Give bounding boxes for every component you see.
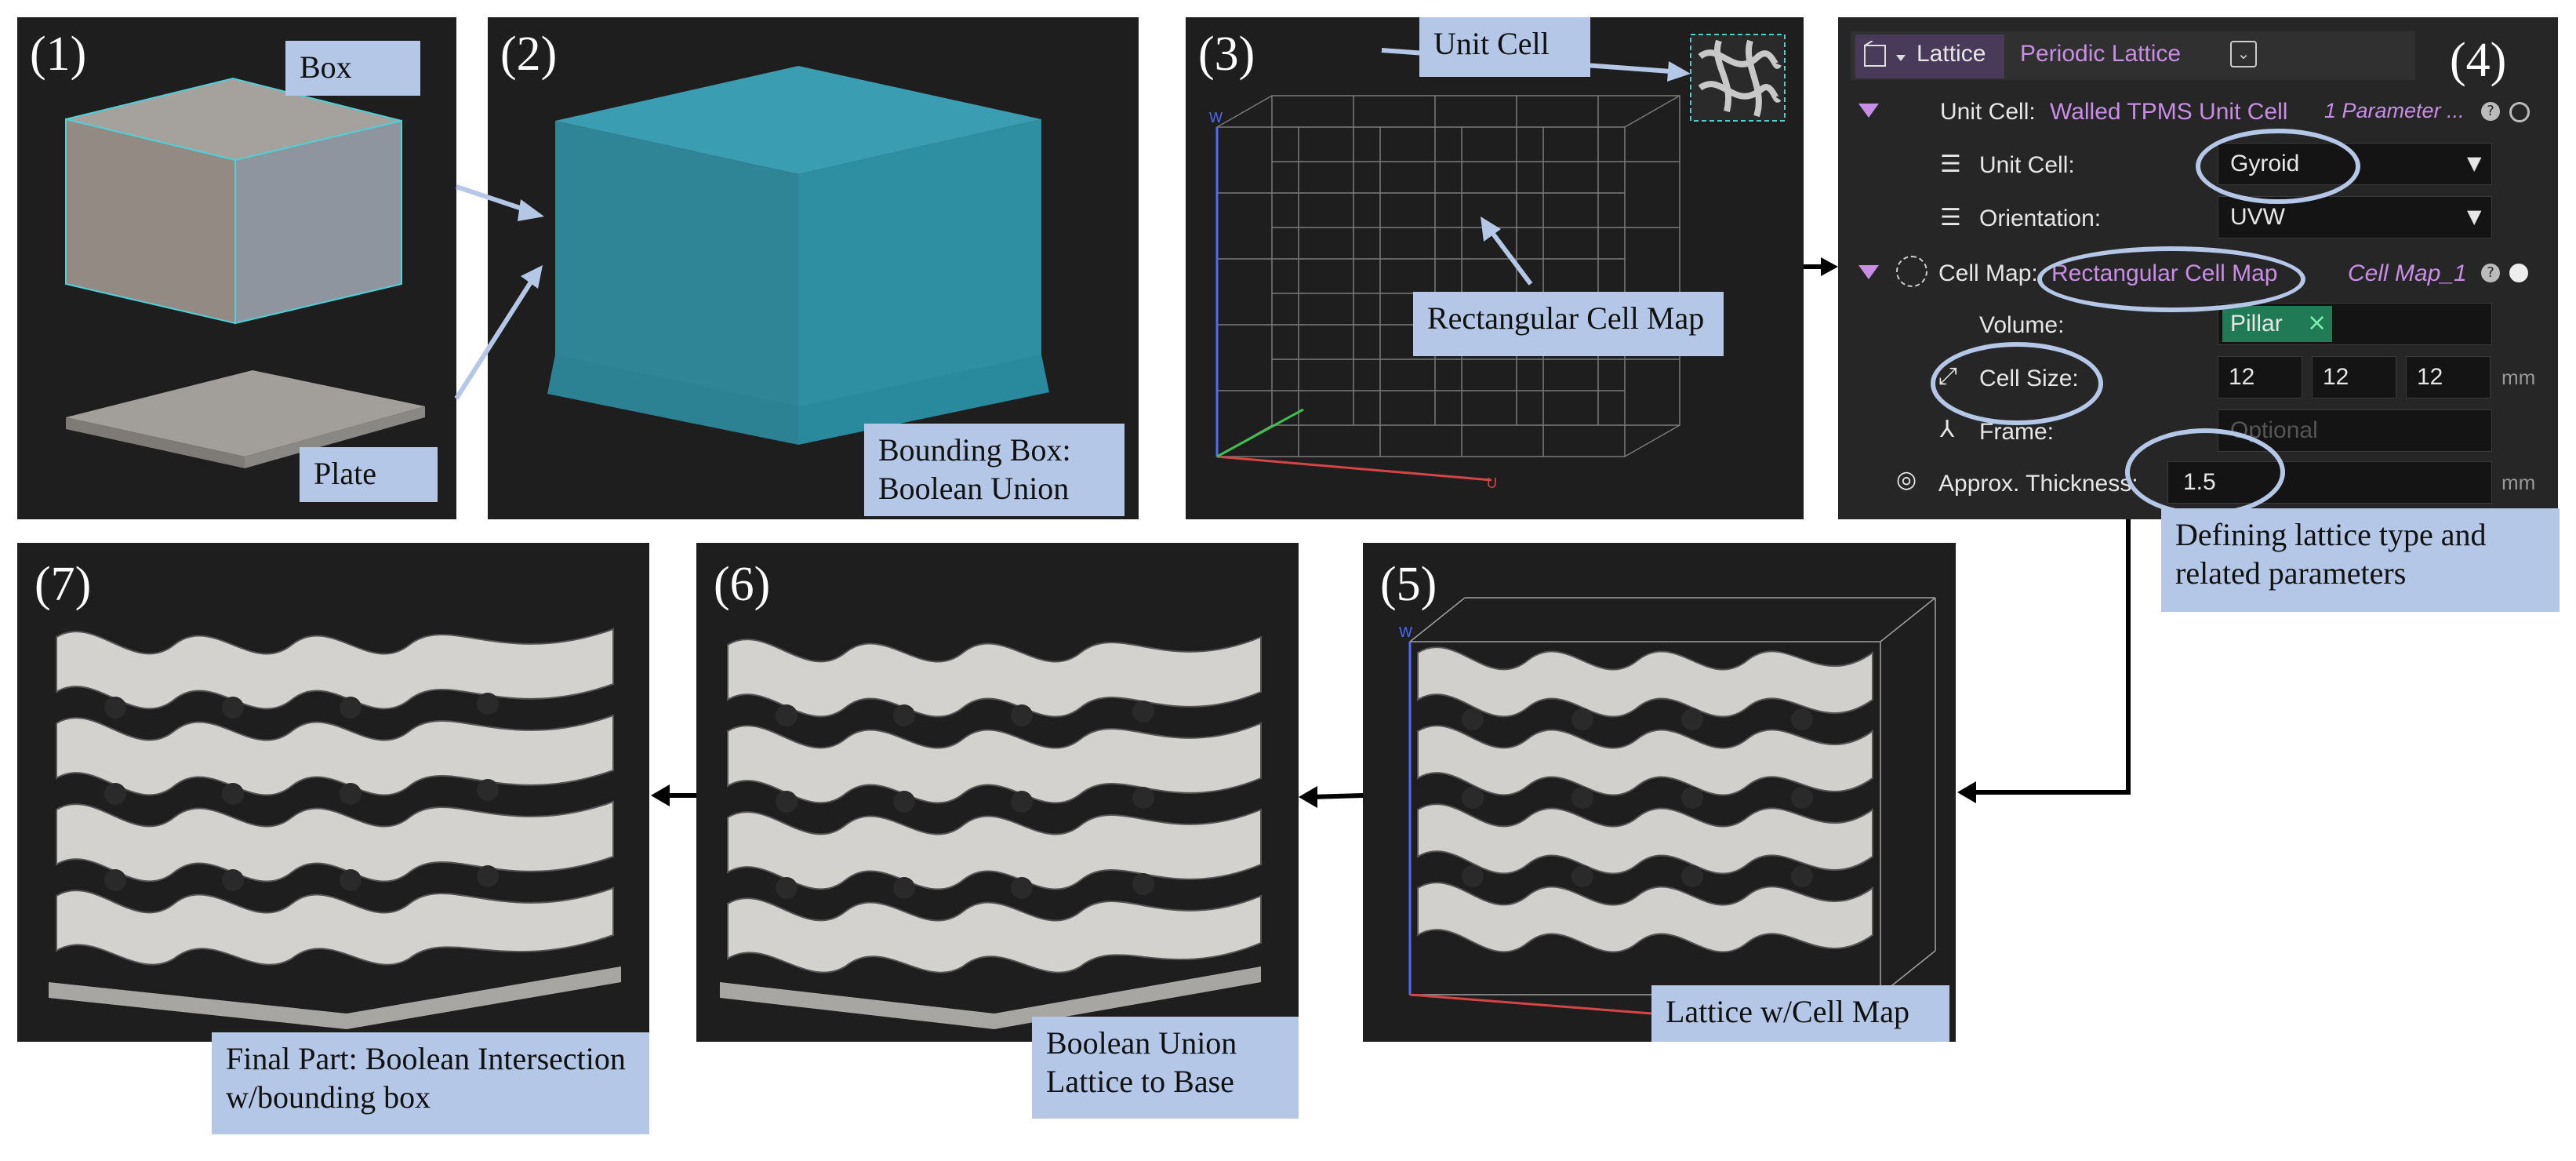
rectangular-cell-map-label: Rectangular Cell Map bbox=[1413, 292, 1724, 356]
volume-tag[interactable] bbox=[2222, 306, 2332, 342]
cell-size-y-field[interactable] bbox=[2312, 356, 2396, 399]
arrowhead-icon bbox=[518, 199, 544, 221]
arrowhead-icon bbox=[521, 265, 543, 289]
lattice-cube-icon bbox=[1864, 41, 1906, 67]
box-label: Box bbox=[285, 41, 420, 96]
panel-number: (1) bbox=[30, 27, 87, 81]
unit-cell-row-label: Unit Cell: bbox=[1940, 99, 2036, 125]
status-dot-icon bbox=[2509, 264, 2528, 282]
boolean-union-lattice-label: Boolean Union Lattice to Base bbox=[1032, 1017, 1299, 1119]
dropdown-arrow-icon[interactable]: ▼ bbox=[2467, 206, 2482, 227]
panel-number: (7) bbox=[35, 558, 92, 611]
status-circle-icon bbox=[2509, 102, 2530, 122]
unit-cell-type-value[interactable]: Walled TPMS Unit Cell bbox=[2050, 99, 2288, 125]
thickness-icon: ◎ bbox=[1896, 466, 1917, 493]
cell-map-icon bbox=[1896, 256, 1927, 287]
help-icon[interactable]: ? bbox=[2481, 264, 2500, 282]
gyroid-lattice bbox=[1417, 646, 1873, 953]
arrowhead-icon bbox=[1957, 781, 1976, 803]
panel-5-lattice-with-cell-map: (5) W U Lattice w/Cell Map bbox=[1363, 543, 1956, 1042]
lattice-cell-map-illustration bbox=[1408, 597, 1936, 1018]
cell-map-label: Cell Map: bbox=[1938, 260, 2038, 286]
thickness-label: Approx. Thickness: bbox=[1938, 471, 2138, 497]
orientation-select-value: UVW bbox=[2230, 204, 2285, 230]
bounding-box-label: Bounding Box: Boolean Union bbox=[864, 424, 1125, 516]
lattice-with-base-illustration bbox=[720, 635, 1262, 1029]
arrowhead-icon bbox=[651, 784, 670, 806]
arrowhead-icon bbox=[1821, 257, 1838, 276]
defining-lattice-caption: Defining lattice type and related parame… bbox=[2161, 508, 2560, 612]
unit-cell-params: 1 Parameter ... bbox=[2324, 99, 2465, 122]
list-icon: ☰ bbox=[1940, 151, 1961, 178]
unit-cell-sub-label: Unit Cell: bbox=[1979, 152, 2075, 178]
panel-number: (5) bbox=[1380, 558, 1437, 611]
lattice-tab[interactable] bbox=[1855, 35, 2004, 78]
bounding-box-illustration bbox=[547, 66, 1049, 445]
plate-label: Plate bbox=[300, 447, 438, 502]
panel-7-final-part: (7) bbox=[17, 543, 649, 1042]
periodic-lattice-value[interactable]: Periodic Lattice bbox=[2020, 41, 2182, 67]
lattice-tab-label: Lattice bbox=[1917, 41, 1986, 67]
cell-size-x-field[interactable] bbox=[2218, 356, 2302, 399]
dropdown-arrow-icon[interactable]: ▼ bbox=[2467, 152, 2482, 174]
list-icon: ☰ bbox=[1940, 204, 1961, 231]
axis-w-label: W bbox=[1209, 110, 1223, 126]
final-part-label: Final Part: Boolean Intersection w/bound… bbox=[212, 1032, 649, 1134]
panel-6-union-lattice-base: (6) bbox=[696, 543, 1299, 1042]
final-part-illustration bbox=[49, 628, 621, 1029]
volume-label: Volume: bbox=[1979, 312, 2065, 338]
help-icon[interactable]: ? bbox=[2481, 102, 2500, 121]
cell-size-unit: mm bbox=[2502, 366, 2536, 389]
panel-1-box-and-plate: (1) Box Plate bbox=[17, 17, 456, 519]
arrow-5-to-6 bbox=[1310, 793, 1364, 799]
cell-size-highlight-ring bbox=[1931, 342, 2103, 425]
thickness-unit: mm bbox=[2502, 471, 2536, 494]
cell-map-highlight-ring bbox=[2037, 246, 2305, 312]
collapse-triangle-icon[interactable] bbox=[1857, 264, 1880, 282]
panel-number: (4) bbox=[2450, 34, 2507, 87]
panel-2-bounding-box: (2) Bounding Box: Boolean Union bbox=[488, 17, 1139, 519]
cell-size-z-value: 12 bbox=[2417, 364, 2443, 390]
panel-number: (3) bbox=[1198, 27, 1255, 81]
panel-number: (6) bbox=[714, 558, 771, 611]
collapse-triangle-icon[interactable] bbox=[1857, 102, 1880, 121]
axis-u-label: U bbox=[1487, 475, 1497, 491]
orientation-label: Orientation: bbox=[1979, 206, 2102, 231]
arrowhead-icon bbox=[1299, 786, 1317, 808]
panel-3-cell-map: (3) W U Unit Cell Rectangular Cell Map bbox=[1186, 17, 1804, 519]
periodic-lattice-dropdown-icon[interactable]: ⌄ bbox=[2230, 41, 2257, 67]
panel-number: (2) bbox=[500, 27, 558, 81]
arrow-box-to-bounding bbox=[456, 184, 532, 214]
cell-size-y-value: 12 bbox=[2323, 364, 2349, 390]
lattice-cell-map-label: Lattice w/Cell Map bbox=[1651, 985, 1949, 1042]
remove-x-icon[interactable]: × bbox=[2307, 309, 2327, 337]
cell-size-z-field[interactable] bbox=[2406, 356, 2491, 399]
frame-icon: ⅄ bbox=[1940, 416, 1955, 443]
gyroid-highlight-ring bbox=[2196, 129, 2360, 204]
arrow-4-to-5 bbox=[1970, 519, 2131, 795]
volume-tag-label: Pillar bbox=[2230, 311, 2283, 337]
cell-size-x-value: 12 bbox=[2229, 364, 2255, 390]
box-plate-illustration bbox=[65, 77, 425, 468]
cell-map-name: Cell Map_1 bbox=[2348, 260, 2467, 286]
panel-4-lattice-parameters: (4) Lattice Periodic Lattice ⌄ Unit Cell… bbox=[1838, 17, 2558, 519]
unit-cell-label: Unit Cell bbox=[1419, 17, 1590, 77]
axis-w-label: W bbox=[1399, 624, 1412, 640]
arrow-plate-to-bounding bbox=[454, 279, 534, 400]
